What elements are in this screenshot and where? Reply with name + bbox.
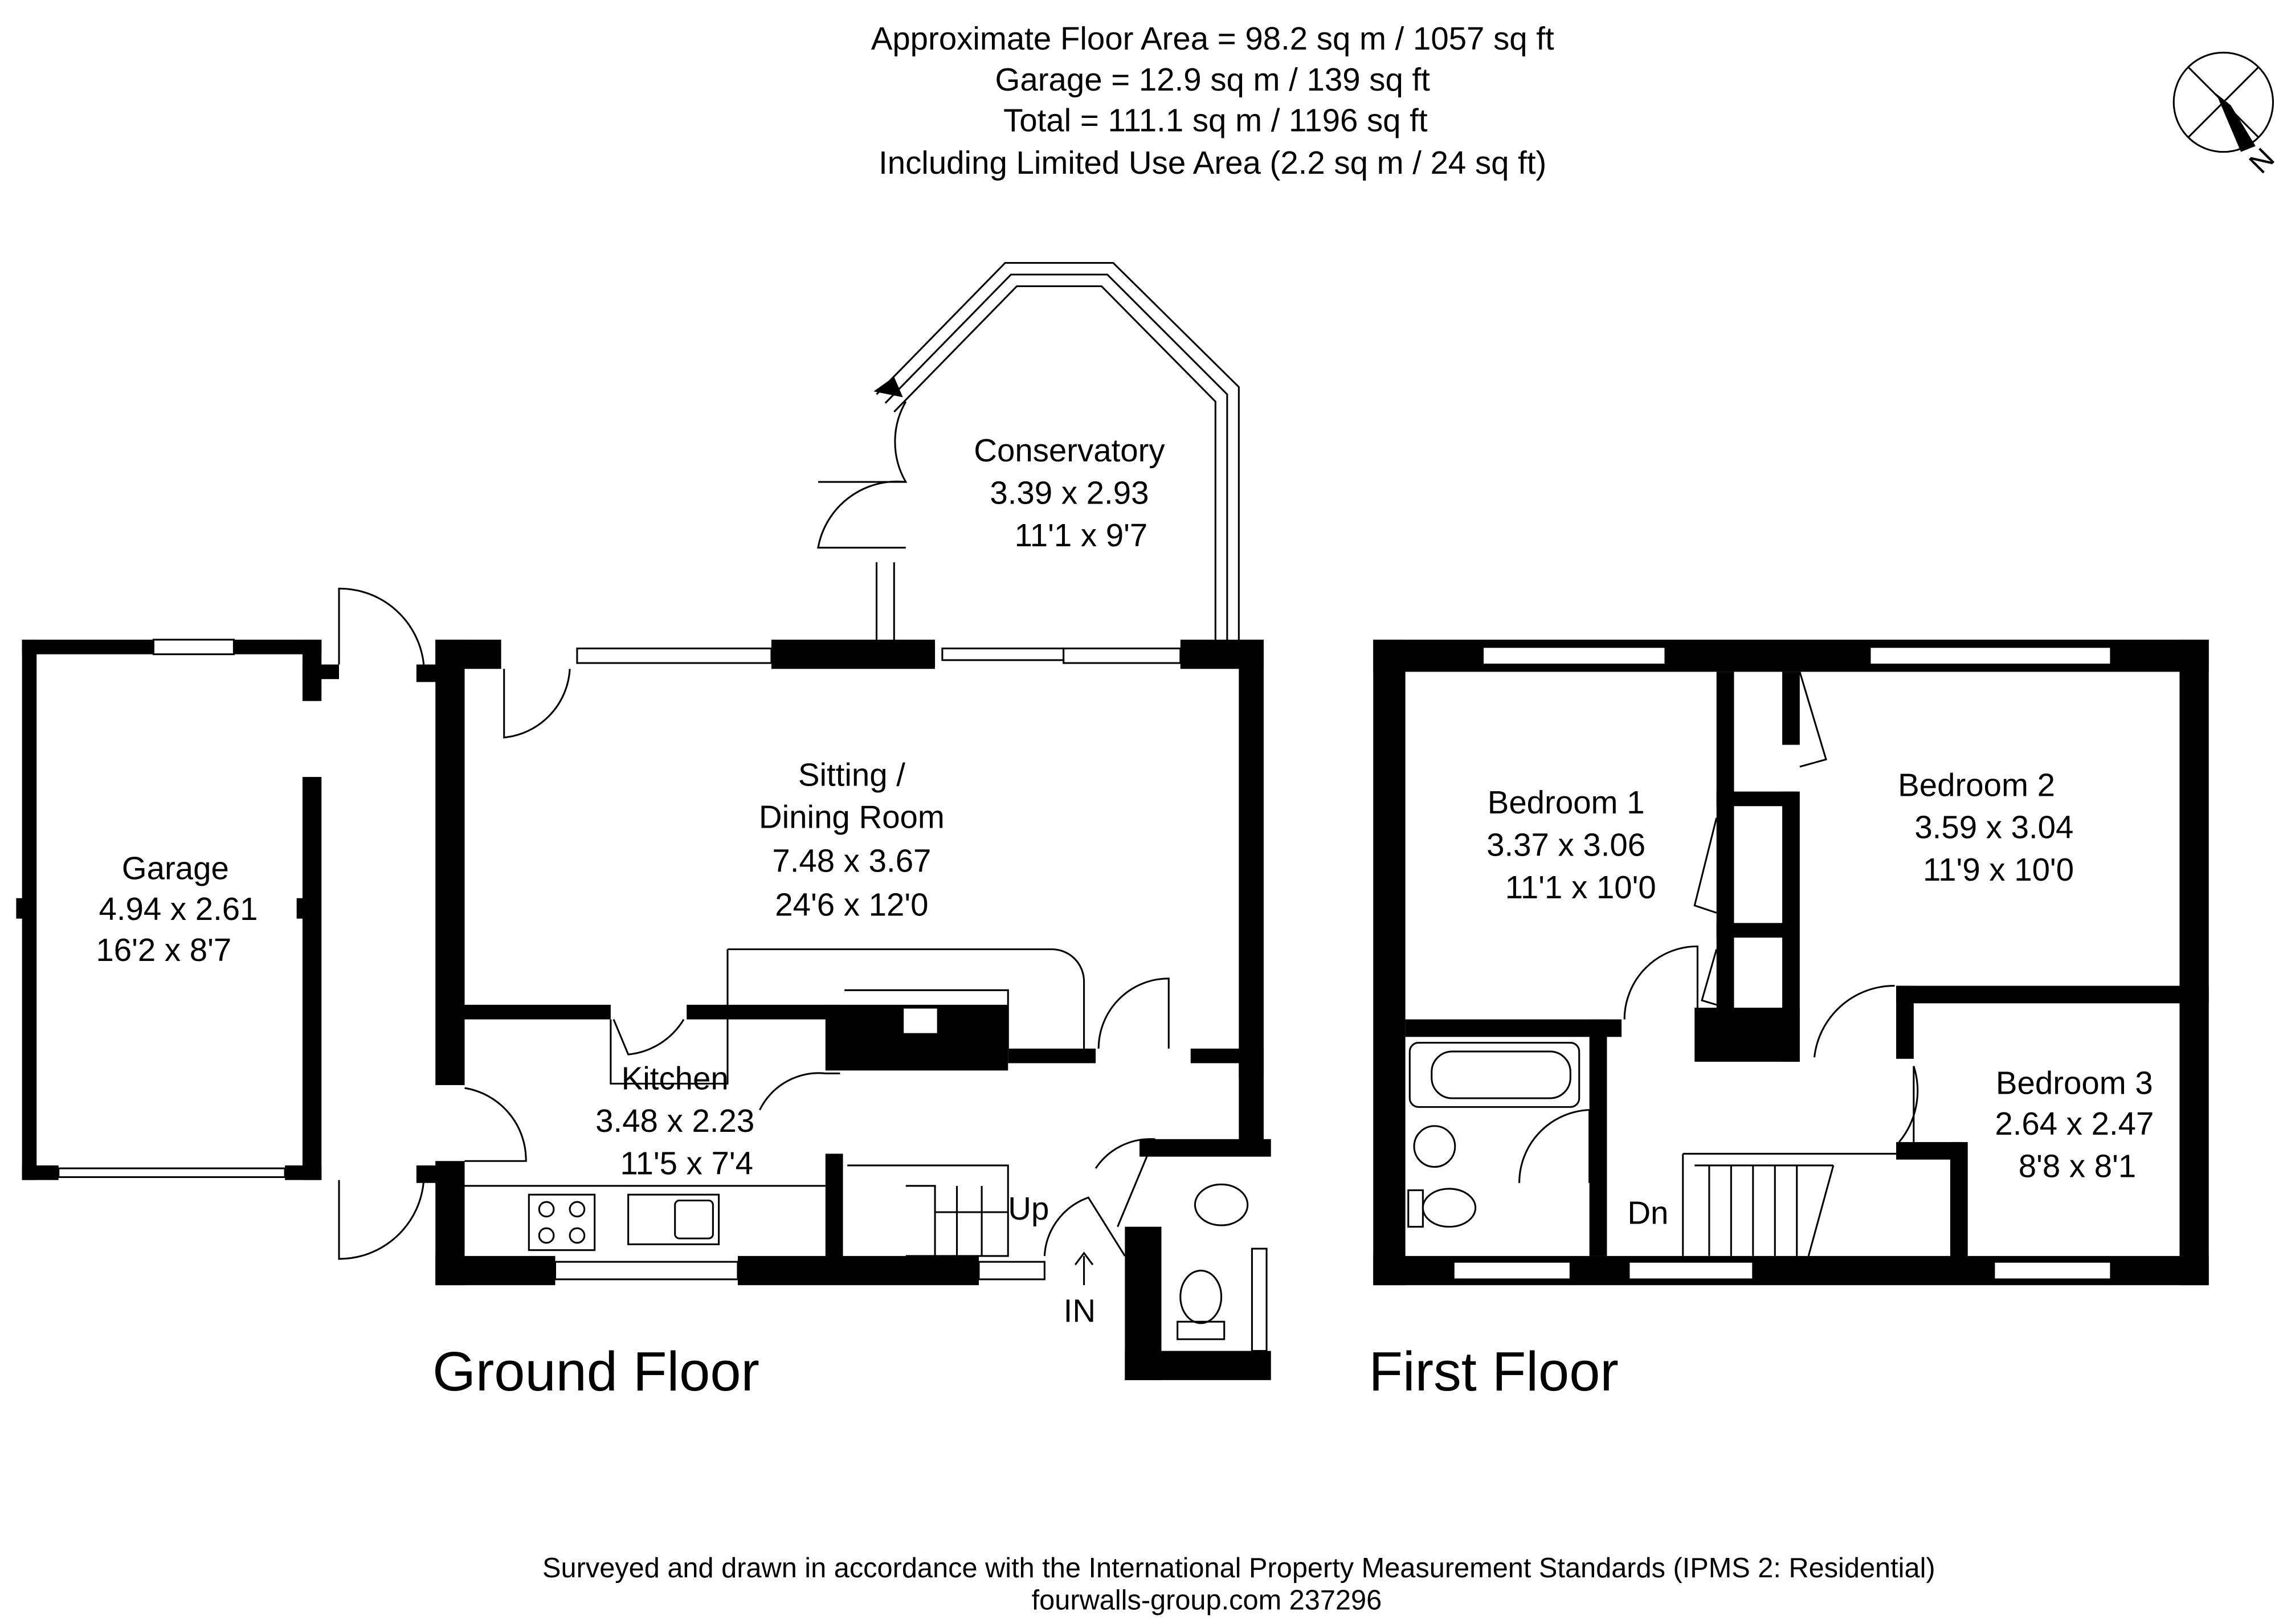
room-label-kitchen: Kitchen 3.48 x 2.23 11'5 x 7'4 bbox=[595, 1061, 754, 1181]
stairs-down: Dn bbox=[1627, 1152, 1897, 1257]
first-floor-walls bbox=[1373, 639, 2209, 1286]
stairs-up-label: Up bbox=[1008, 1191, 1049, 1226]
room-metric: 3.37 x 3.06 bbox=[1486, 827, 1645, 862]
room-imperial: 11'5 x 7'4 bbox=[620, 1145, 753, 1181]
kitchen-side-door bbox=[464, 1087, 527, 1162]
room-name: Bedroom 2 bbox=[1898, 767, 2055, 803]
total-area-text: Total = 111.1 sq m / 1196 sq ft bbox=[1003, 103, 1428, 138]
first-floor-title: First Floor bbox=[1369, 1340, 1619, 1402]
garage-area-text: Garage = 12.9 sq m / 139 sq ft bbox=[995, 62, 1431, 97]
sink-icon bbox=[627, 1193, 720, 1245]
room-metric: 2.64 x 2.47 bbox=[1995, 1106, 2154, 1142]
kitchen-door bbox=[612, 1018, 685, 1056]
room-label-garage: Garage 4.94 x 2.61 16'2 x 8'7 bbox=[96, 850, 258, 968]
wc-door bbox=[1094, 1138, 1155, 1228]
bathroom-fixtures bbox=[1407, 1042, 1580, 1228]
floor-area-text: Approximate Floor Area = 98.2 sq m / 105… bbox=[871, 21, 1554, 56]
room-metric: 3.59 x 3.04 bbox=[1914, 809, 2073, 845]
room-imperial: 24'6 x 12'0 bbox=[775, 887, 928, 923]
room-name: Garage bbox=[122, 850, 229, 886]
room-metric: 4.94 x 2.61 bbox=[99, 891, 258, 927]
front-door bbox=[1043, 1196, 1126, 1257]
limited-use-area-text: Including Limited Use Area (2.2 sq m / 2… bbox=[879, 145, 1546, 181]
room-name-2: Dining Room bbox=[759, 799, 945, 835]
garage bbox=[16, 639, 340, 1180]
hall-door bbox=[1097, 977, 1170, 1049]
room-name: Conservatory bbox=[974, 432, 1165, 468]
room-imperial: 16'2 x 8'7 bbox=[96, 932, 231, 968]
fireplace-outline bbox=[610, 948, 1085, 1085]
stairs-down-label: Dn bbox=[1627, 1195, 1668, 1231]
hob-icon bbox=[528, 1193, 596, 1251]
room-metric: 3.48 x 2.23 bbox=[595, 1103, 754, 1139]
room-imperial: 11'9 x 10'0 bbox=[1923, 852, 2074, 887]
room-metric: 3.39 x 2.93 bbox=[990, 475, 1149, 511]
conservatory-walls bbox=[817, 261, 1240, 640]
side-door-bottom bbox=[338, 1180, 425, 1260]
room-metric: 7.48 x 3.67 bbox=[772, 843, 931, 879]
room-imperial: 11'1 x 9'7 bbox=[1015, 517, 1148, 553]
room-name: Kitchen bbox=[622, 1061, 729, 1097]
room-imperial: 11'1 x 10'0 bbox=[1505, 869, 1656, 905]
room-label-bedroom-2: Bedroom 2 3.59 x 3.04 11'9 x 10'0 bbox=[1898, 767, 2074, 887]
room-name: Sitting / bbox=[798, 756, 905, 792]
entrance-label: IN bbox=[1064, 1292, 1096, 1328]
room-label-conservatory: Conservatory 3.39 x 2.93 11'1 x 9'7 bbox=[974, 432, 1165, 553]
company-reference: fourwalls-group.com 237296 bbox=[1032, 1585, 1382, 1615]
room-imperial: 8'8 x 8'1 bbox=[2019, 1148, 2137, 1184]
stairs-up: Up bbox=[847, 1164, 1049, 1257]
room-name: Bedroom 3 bbox=[1996, 1065, 2153, 1101]
compass-icon: N bbox=[2172, 51, 2279, 179]
side-door-top bbox=[338, 587, 425, 665]
ipms-statement: Surveyed and drawn in accordance with th… bbox=[542, 1553, 1935, 1584]
area-summary: Approximate Floor Area = 98.2 sq m / 105… bbox=[871, 21, 1554, 181]
ground-floor-walls bbox=[435, 639, 1271, 1380]
first-floor-doors bbox=[1518, 671, 1919, 1183]
room-label-bedroom-3: Bedroom 3 2.64 x 2.47 8'8 x 8'1 bbox=[1995, 1065, 2154, 1184]
room-name: Bedroom 1 bbox=[1488, 784, 1645, 820]
room-label-sitting-dining: Sitting / Dining Room 7.48 x 3.67 24'6 x… bbox=[759, 756, 945, 922]
room-label-bedroom-1: Bedroom 1 3.37 x 3.06 11'1 x 10'0 bbox=[1486, 784, 1656, 905]
ground-floor-title: Ground Floor bbox=[432, 1340, 759, 1402]
entrance-arrow-icon: IN bbox=[1064, 1251, 1096, 1328]
wc-fixtures bbox=[1177, 1183, 1249, 1340]
sitting-room-door bbox=[503, 669, 571, 739]
